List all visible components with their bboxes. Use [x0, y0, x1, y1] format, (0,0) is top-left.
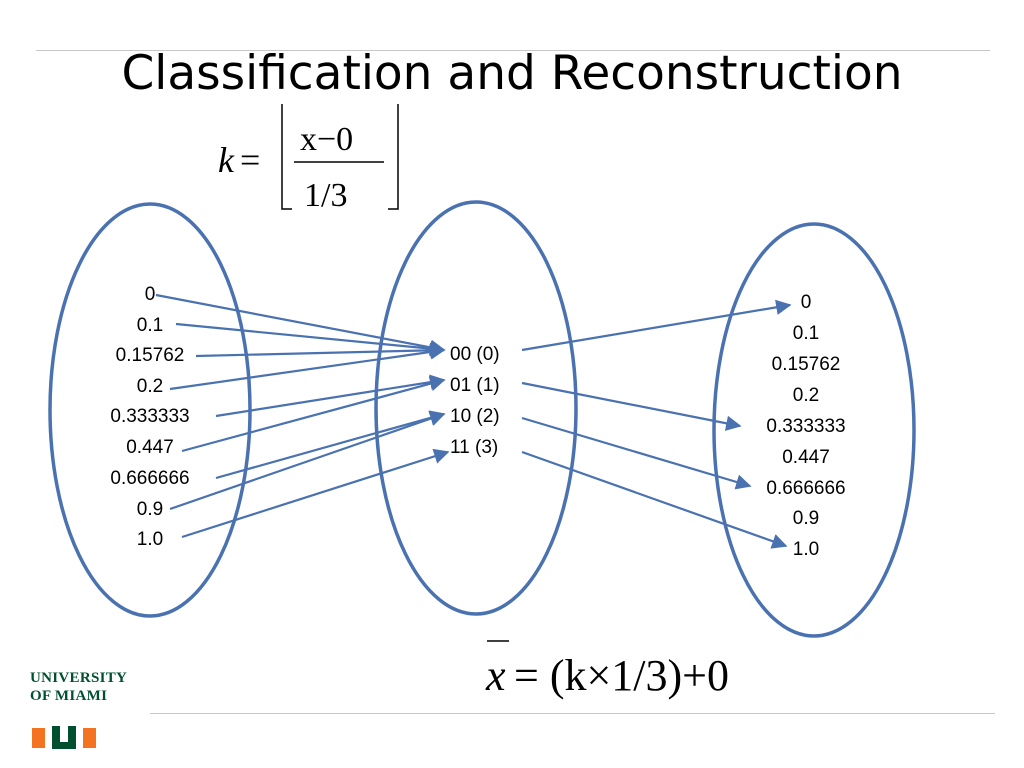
output-value: 0.2: [792, 385, 820, 406]
input-value: 0.15762: [115, 345, 185, 366]
output-value: 0.666666: [766, 478, 846, 499]
logo-line1: UNIVERSITY: [30, 670, 128, 686]
arrow-input-to-code: [215, 374, 446, 418]
top-rule: [36, 50, 990, 51]
output-ellipse: [712, 222, 916, 638]
arrow-code-to-output: [521, 416, 752, 490]
code-ellipse: [374, 200, 578, 616]
code-label: 11 (3): [450, 437, 499, 458]
input-value: 0.9: [136, 499, 164, 520]
input-value: 0.666666: [110, 468, 190, 489]
bottom-rule: [150, 713, 995, 714]
input-value: 0.2: [136, 376, 164, 397]
output-value: 0.1: [792, 323, 820, 344]
input-value: 0.447: [126, 437, 174, 458]
arrow-input-to-code: [215, 410, 446, 480]
input-value: 0.1: [136, 315, 164, 336]
output-value: 0.333333: [766, 416, 846, 437]
output-value: 0.15762: [771, 354, 841, 375]
arrow-input-to-code: [181, 376, 446, 453]
code-label: 00 (0): [450, 344, 500, 365]
output-value: 0.9: [792, 508, 820, 529]
output-value: 1.0: [792, 539, 820, 560]
arrow-code-to-output: [521, 299, 792, 352]
slide-title: Classification and Reconstruction: [121, 46, 903, 101]
arrow-input-to-code: [175, 322, 446, 357]
arrow-input-to-code: [155, 293, 446, 355]
arrow-input-to-code: [169, 411, 446, 511]
arrow-input-to-code: [181, 448, 450, 539]
arrow-code-to-output: [521, 381, 742, 431]
input-value: 0: [144, 284, 156, 305]
arrow-code-to-output: [521, 450, 788, 549]
input-value: 1.0: [136, 529, 164, 550]
code-label: 10 (2): [450, 406, 500, 427]
code-label: 01 (1): [450, 375, 500, 396]
logo-line2: OF MIAMI: [30, 688, 108, 704]
output-value: 0: [800, 292, 812, 313]
input-value: 0.333333: [110, 406, 190, 427]
output-value: 0.447: [782, 447, 830, 468]
arrow-input-to-code: [169, 344, 446, 391]
arrow-input-to-code: [195, 342, 446, 359]
